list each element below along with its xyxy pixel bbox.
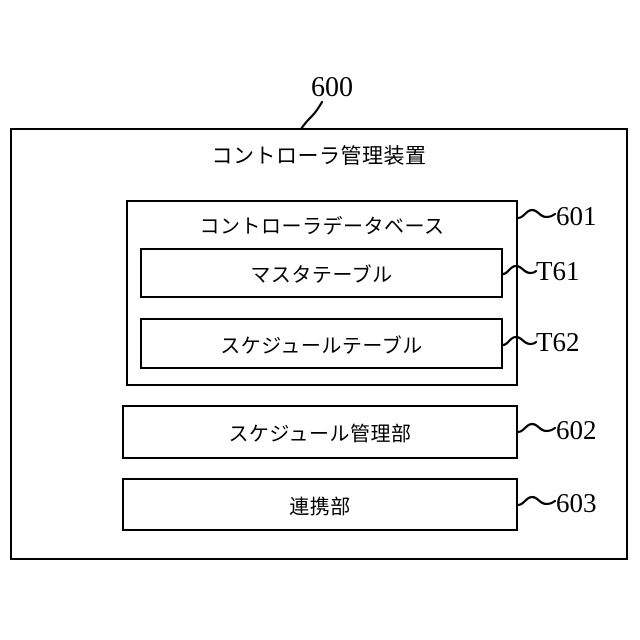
- reference-numeral-603: 603: [556, 488, 597, 518]
- leader-line-601: [516, 208, 557, 220]
- block-cooperation-unit: 連携部: [122, 478, 518, 531]
- block-title-schedule-table: スケジュールテーブル: [220, 333, 423, 357]
- reference-numeral-t62: T62: [536, 327, 580, 357]
- block-title-controller-management-device: コントローラ管理装置: [211, 144, 427, 168]
- leader-line-602: [516, 422, 557, 434]
- reference-numeral-t61: T61: [536, 256, 580, 286]
- reference-numeral-601: 601: [556, 201, 597, 231]
- block-title-cooperation-unit: 連携部: [289, 494, 351, 518]
- leader-line-600: [299, 100, 324, 131]
- block-master-table: マスタテーブル: [140, 248, 503, 298]
- block-schedule-table: スケジュールテーブル: [140, 318, 503, 369]
- block-schedule-management-unit: スケジュール管理部: [122, 405, 518, 459]
- block-title-schedule-management-unit: スケジュール管理部: [228, 421, 412, 446]
- leader-line-t62: [501, 335, 538, 347]
- reference-numeral-600: 600: [311, 72, 353, 103]
- leader-line-603: [516, 495, 557, 507]
- block-title-controller-database: コントローラデータベース: [199, 214, 445, 238]
- block-title-master-table: マスタテーブル: [250, 262, 393, 287]
- reference-numeral-602: 602: [556, 415, 597, 445]
- leader-line-t61: [501, 264, 538, 276]
